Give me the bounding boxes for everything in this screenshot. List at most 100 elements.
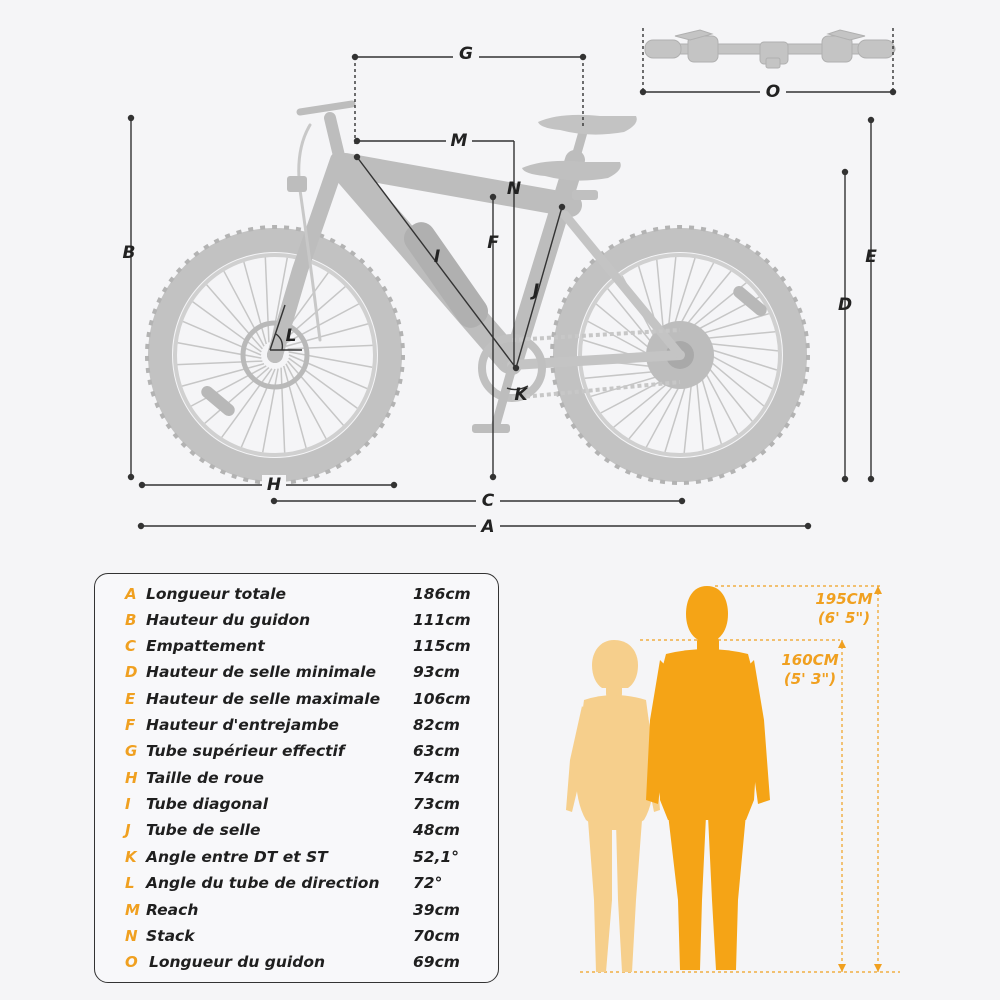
wheel-spoke [645,384,681,448]
spec-row: K Angle entre DT et ST 52,1° [95,848,498,874]
wheel-spoke [587,320,651,356]
wheel-spoke [667,257,677,328]
spec-value: 111cm [413,611,471,629]
dim-label-l: L [286,326,297,346]
wheel-spoke [192,301,262,353]
spec-name: Angle entre DT et ST [146,848,328,866]
wheel-spoke [613,382,669,428]
spec-row: O Longueur du guidon 69cm [95,953,498,979]
wheel-spoke [280,367,286,453]
spec-letter: N [125,927,138,945]
spec-value: 69cm [413,953,460,971]
wheel-spoke [283,303,360,345]
handlebar-top-view [644,29,896,69]
dim-label-a: A [479,517,494,537]
spec-name: Tube supérieur effectif [146,742,345,760]
spec-row: C Empattement 115cm [95,637,498,663]
short-height-cm: 160CM [781,651,839,669]
wheel-spoke [683,382,693,453]
wheel-spoke [221,368,273,438]
wheel-spoke [707,342,778,352]
tall-height-cm: 195CM [815,590,873,608]
short-height-label: 160CM (5' 3") [770,651,850,689]
spec-letter: J [125,821,131,839]
wheel-spoke [700,375,723,445]
spec-row: J Tube de selle 48cm [95,821,498,847]
spec-value: 82cm [413,716,460,734]
spec-letter: D [125,663,138,681]
wheel-spoke [695,379,704,451]
dim-label-o: O [766,82,780,102]
wheel-spoke [685,270,732,327]
tall-height-label: 195CM (6' 5") [804,590,884,628]
spec-letter: K [125,848,137,866]
spec-letter: H [125,769,138,787]
spec-value: 115cm [413,637,471,655]
wheel-spoke [182,320,262,356]
dim-label-k: K [514,385,529,405]
spec-value: 106cm [413,690,471,708]
spec-name: Tube de selle [146,821,261,839]
spec-name: Empattement [146,637,265,655]
wheel-spoke [704,331,776,340]
spec-value: 72° [413,874,443,892]
spec-name: Longueur du guidon [149,953,326,971]
dim-label-e: E [865,247,877,267]
wheel-spoke [181,363,265,387]
wheel-spoke [707,366,753,422]
bike-geometry-diagram: G O M N F B I J L K E D H C A [123,28,897,537]
spec-letter: C [125,637,137,655]
spec-letter: F [125,716,136,734]
spec-value: 48cm [413,821,460,839]
wheel-spoke [708,360,765,407]
spec-name: Tube diagonal [146,795,269,813]
spec-value: 70cm [413,927,460,945]
wheel-spoke [709,348,778,371]
wheel-spoke [283,365,307,449]
wheel-spoke [287,344,373,350]
wheel-spoke [607,288,653,344]
spec-value: 93cm [413,663,460,681]
dim-label-n: N [507,179,521,199]
wheel-spoke [628,383,675,440]
spec-letter: G [125,742,138,760]
wheel-spoke [264,257,270,343]
wheel-spoke [288,354,368,390]
wheel-spoke [223,270,265,347]
tall-height-ft: (6' 5") [817,609,871,627]
wheel-spoke [285,363,327,440]
wheel-spoke [664,384,687,453]
spec-value: 39cm [413,901,460,919]
wheel-spoke [288,357,358,409]
spec-value: 52,1° [413,848,459,866]
wheel-spoke [206,284,263,350]
dimension-labels: G O M N F B I J L K E D H C A [123,44,878,537]
wheel-spoke [177,341,262,359]
spec-name: Taille de roue [146,769,264,787]
dimension-lines [127,28,897,530]
spec-value: 73cm [413,795,460,813]
wheel-spoke [595,303,652,350]
spec-letter: O [125,953,138,971]
rear-wheel [550,225,810,485]
spec-letter: L [125,874,135,892]
spec-name: Hauteur de selle maximale [146,690,381,708]
dim-label-i: I [434,247,440,267]
wheel-spoke [709,354,773,390]
spec-name: Stack [146,927,195,945]
dim-label-c: C [482,491,495,511]
front-wheel [145,225,405,485]
spec-letter: B [125,611,137,629]
wheel-spoke [700,312,770,335]
